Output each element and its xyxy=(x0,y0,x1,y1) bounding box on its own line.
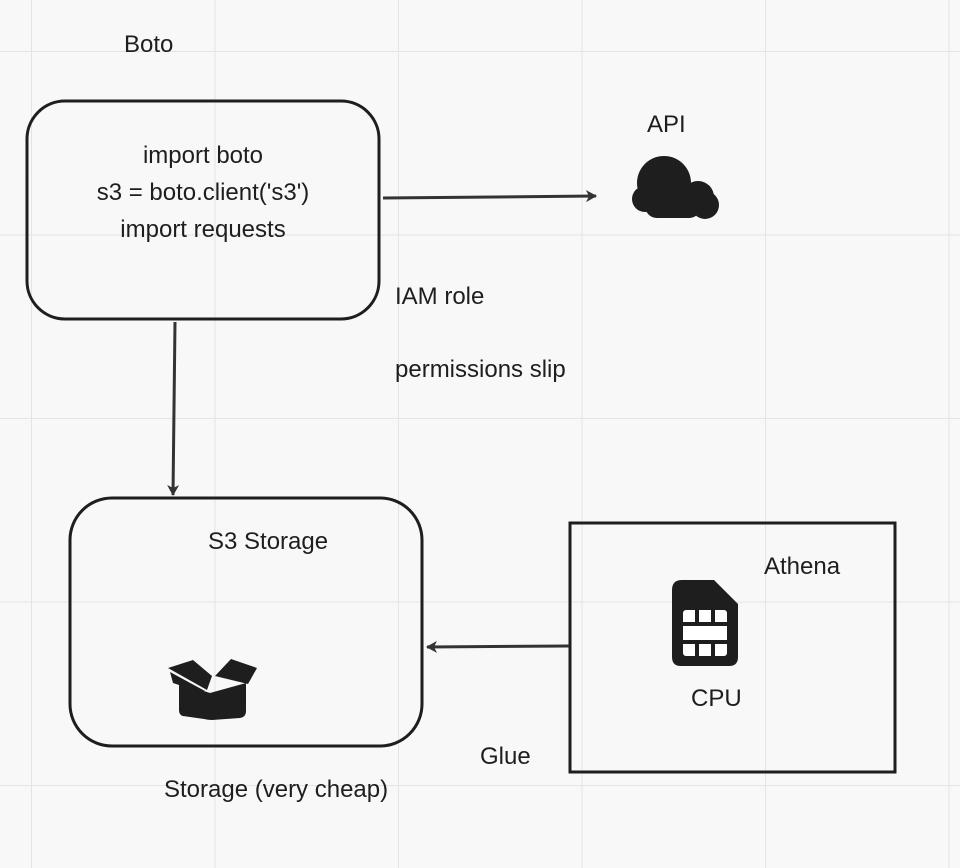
athena-box[interactable] xyxy=(568,521,897,774)
arrow-code-to-s3[interactable] xyxy=(167,321,180,496)
arrow-code-to-api[interactable] xyxy=(382,190,597,203)
code-line-1: import boto xyxy=(142,142,264,169)
s3-storage-title: S3 Storage xyxy=(208,528,329,555)
code-box[interactable] xyxy=(25,99,381,321)
api-label: API xyxy=(647,111,686,138)
code-line-2: s3 = boto.client('s3') xyxy=(96,179,310,206)
code-box-text: import boto s3 = boto.client('s3') impor… xyxy=(27,137,379,248)
open-box-icon xyxy=(168,659,257,720)
sim-chip-icon xyxy=(672,580,738,666)
arrow-athena-to-s3[interactable] xyxy=(426,640,570,653)
cpu-label: CPU xyxy=(691,685,742,712)
athena-title: Athena xyxy=(764,553,841,580)
glue-label: Glue xyxy=(480,743,531,770)
code-line-3: import requests xyxy=(120,216,286,243)
storage-caption: Storage (very cheap) xyxy=(164,776,389,803)
s3-storage-box[interactable] xyxy=(68,496,424,748)
boto-title: Boto xyxy=(124,31,174,58)
iam-role-label: IAM role xyxy=(395,283,485,310)
cloud-icon xyxy=(632,156,719,219)
permissions-slip-label: permissions slip xyxy=(395,356,566,383)
